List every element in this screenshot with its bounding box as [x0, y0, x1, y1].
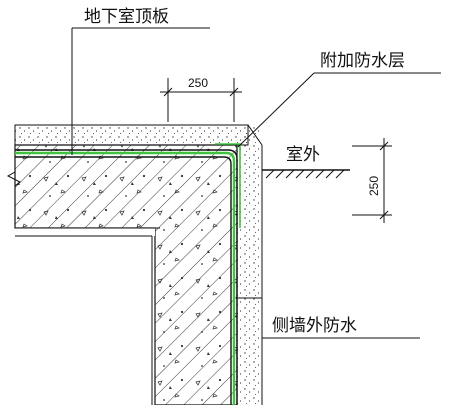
- dimension-vertical-value: 250: [367, 176, 381, 196]
- label-wall-waterproof: 侧墙外防水: [272, 316, 357, 336]
- label-outdoor: 室外: [286, 145, 320, 165]
- dimension-horizontal-value: 250: [188, 76, 208, 90]
- leader-roof-slab: 地下室顶板: [71, 7, 210, 155]
- slab-protection-layer: [14, 124, 249, 146]
- leader-wall-waterproof: 侧墙外防水: [236, 297, 420, 339]
- ground-surface: [262, 169, 350, 179]
- waterproof-membrane: [15, 143, 241, 405]
- wall-protection-layer: [237, 124, 263, 405]
- dimension-vertical: 250: [352, 138, 392, 223]
- concrete-structure: [6, 144, 238, 405]
- label-roof-slab: 地下室顶板: [84, 7, 169, 27]
- label-extra-layer: 附加防水层: [320, 51, 405, 71]
- dimension-horizontal: 250: [160, 76, 242, 122]
- leader-extra-layer: 附加防水层: [237, 51, 441, 148]
